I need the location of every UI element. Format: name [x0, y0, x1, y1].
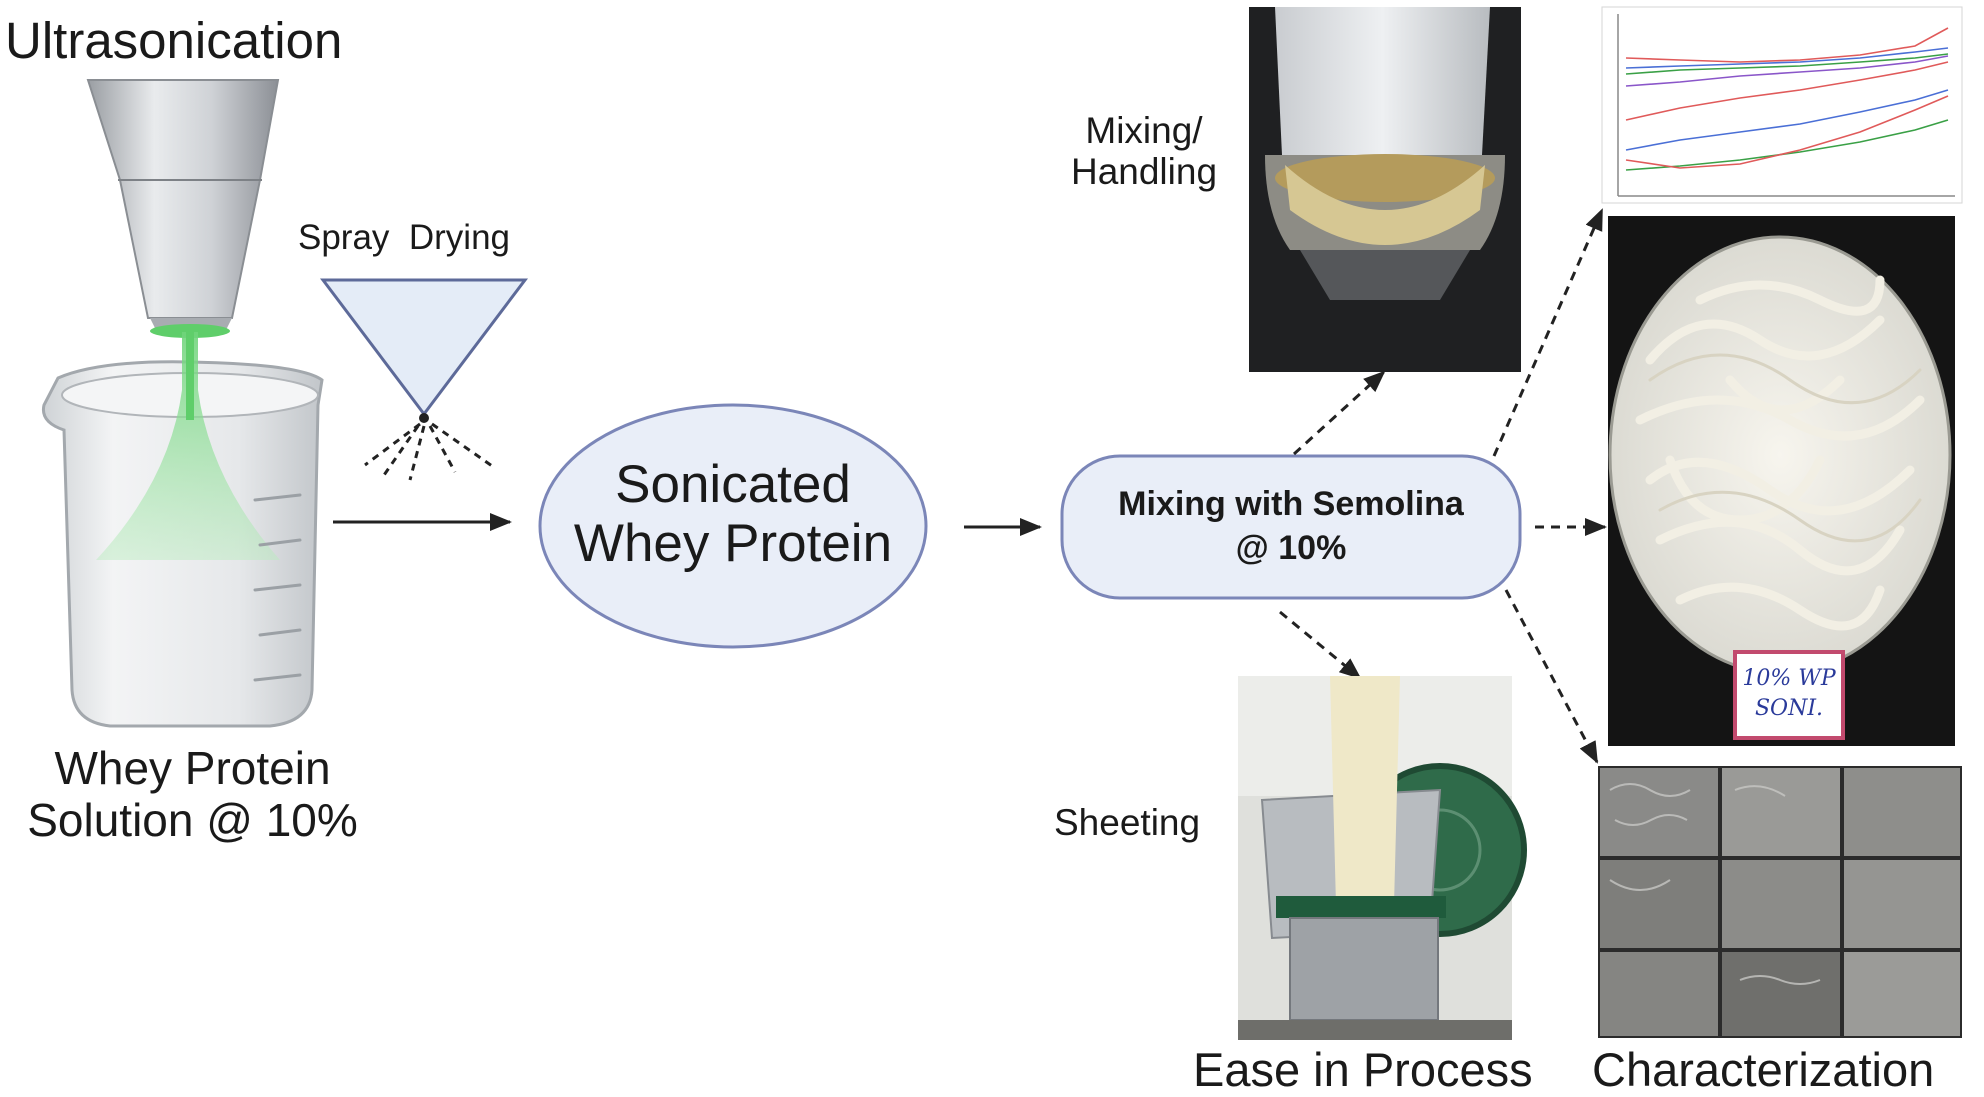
characterization-label: Characterization [1592, 1043, 1935, 1096]
sheeting-label: Sheeting [1054, 802, 1201, 843]
arrow-to-sheeting [1279, 610, 1362, 680]
sem-micrograph-grid [1598, 766, 1962, 1038]
ease-in-process-label: Ease in Process [1193, 1043, 1533, 1096]
mixing-semolina-line1: Mixing with Semolina [1118, 485, 1464, 523]
beaker-icon [41, 332, 324, 728]
mixing-semolina-node [1060, 454, 1522, 600]
sample-label-line2: SONI. [1754, 695, 1824, 721]
mixing-semolina-line2: @ 10% [1235, 529, 1347, 568]
sample-label-text: 10% WP SONI. [1735, 664, 1843, 723]
whey-solution-label: Whey Protein Solution @ 10% [0, 742, 385, 846]
rheology-chart-image [1601, 6, 1963, 204]
whey-solution-line2: Solution @ 10% [27, 793, 358, 846]
arrow-to-sem [1504, 589, 1599, 764]
sonicated-whey-node [538, 403, 928, 649]
arrow-to-chart [1492, 208, 1604, 457]
spray-drying-label: Spray Drying [298, 218, 511, 257]
ultrasonic-probe-icon [86, 79, 280, 338]
sonicated-whey-label: Sonicated Whey Protein [540, 455, 926, 574]
noodles-photo [1608, 216, 1955, 746]
mixing-handling-line2: Handling [1070, 151, 1218, 193]
mixing-handling-label: Mixing/ Handling [1055, 110, 1233, 193]
mixer-photo [1249, 7, 1521, 372]
spray-drying-cone-icon [319, 278, 529, 481]
mixing-handling-line1: Mixing/ [1085, 110, 1203, 151]
sheeting-machine-photo [1238, 676, 1527, 1040]
sonicated-line2: Whey Protein [573, 514, 893, 574]
sample-label-line1: 10% WP [1742, 666, 1836, 691]
sample-label-card [1733, 650, 1845, 740]
mixing-semolina-label: Mixing with Semolina @ 10% [1062, 482, 1520, 570]
ultrasonication-label: Ultrasonication [5, 12, 343, 69]
whey-solution-line1: Whey Protein [54, 742, 331, 794]
arrow-to-mixing-handling [1292, 370, 1386, 456]
sonicated-line1: Sonicated [615, 455, 851, 514]
